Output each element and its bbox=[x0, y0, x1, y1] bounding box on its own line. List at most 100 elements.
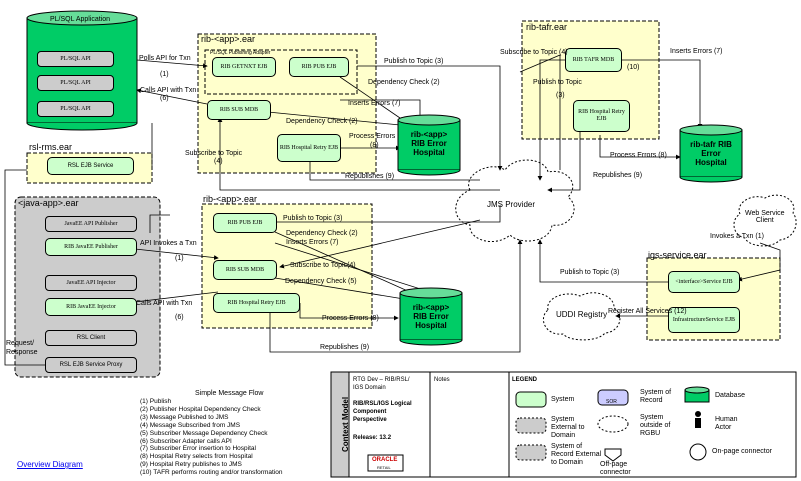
legend-system-external: System External to Domain bbox=[551, 416, 585, 439]
legend-sor-tag: SOR bbox=[606, 399, 617, 405]
rsl-rms-ear-title: rsl-rms.ear bbox=[29, 142, 72, 152]
edge-n3b: (3) bbox=[556, 92, 565, 99]
legend-human-actor: Human Actor bbox=[715, 416, 738, 431]
legend-onpage: On-page connector bbox=[712, 448, 772, 455]
flow-item: (9) Hospital Retry publishes to JMS bbox=[140, 461, 242, 469]
rib-error-hospital-db-mid bbox=[399, 287, 463, 346]
edge-invokes-txn: Invokes a Txn (1) bbox=[710, 233, 764, 240]
javaee-api-injector: JavaEE API Injector bbox=[45, 275, 137, 291]
edge-pub-topic-tafr: Publish to Topic bbox=[533, 79, 582, 86]
edge-sub-topic-mid: Subscribe to Topic(4) bbox=[290, 262, 356, 269]
edge-calls-api-mid: Calls API with Txn bbox=[136, 300, 193, 307]
context-model-side-label: Context Model bbox=[341, 396, 351, 453]
jms-provider-cloud bbox=[455, 159, 575, 243]
rib-pub-ejb-top: RIB PUB EJB bbox=[289, 57, 349, 77]
edge-republishes-tafr: Republishes (9) bbox=[593, 172, 643, 179]
flow-item: (2) Publisher Hospital Dependency Check bbox=[140, 405, 261, 413]
edge-request-response: Request/ Response bbox=[6, 340, 38, 356]
rib-getnxt-ejb: RIB GETNXT EJB bbox=[212, 57, 276, 77]
edge-ins-err-mid: Inserts Errors (7) bbox=[286, 239, 339, 246]
legend-title: LEGEND bbox=[512, 377, 538, 383]
jms-provider-label: JMS Provider bbox=[487, 200, 536, 209]
legend-database: Database bbox=[715, 392, 745, 399]
edge-pub-topic-mid: Publish to Topic (3) bbox=[283, 215, 343, 222]
legend-system-outside: System outside of RGBU bbox=[640, 414, 671, 437]
javaee-api-publisher: JavaEE API Publisher bbox=[45, 216, 137, 232]
flow-list: (1) Publish(2) Publisher Hospital Depend… bbox=[140, 398, 282, 477]
flow-item: (8) Hospital Retry selects from Hospital bbox=[140, 453, 253, 461]
oracle-logo-text: ORACLE bbox=[372, 457, 398, 463]
plsql-api-2: PL/SQL API bbox=[37, 75, 114, 91]
flow-title: Simple Message Flow bbox=[195, 390, 264, 397]
legend-record-external: System of Record External to Domain bbox=[551, 443, 602, 466]
rib-error-hospital-db-top bbox=[397, 114, 461, 176]
rib-sub-mdb-top: RIB SUB MDB bbox=[207, 100, 271, 120]
java-app-ear-title: <java-app>.ear bbox=[18, 198, 79, 208]
rib-pub-ejb-mid: RIB PUB EJB bbox=[213, 213, 277, 233]
rsl-ejb-service: RSL EJB Service bbox=[47, 157, 134, 175]
flow-item: (7) Subscriber Error insertion to Hospit… bbox=[140, 445, 256, 453]
context-title-block: RTG Dev – RIB/RSL/ IGS Domain bbox=[353, 377, 410, 391]
plsql-api-3: PL/SQL API bbox=[37, 101, 114, 117]
edge-proc-err-tafr: Process Errors (8) bbox=[610, 152, 667, 159]
edge-dep-check-mid-5: Dependency Check (5) bbox=[285, 278, 357, 285]
flow-item: (6) Subscriber Adapter calls API bbox=[140, 437, 232, 445]
rsl-client: RSL Client bbox=[45, 330, 137, 346]
edge-n10: (10) bbox=[627, 64, 640, 71]
edge-pub-topic-igs: Publish to Topic (3) bbox=[560, 269, 620, 276]
rib-javaee-injector: RIB JavaEE Injector bbox=[45, 298, 137, 316]
edge-polls-api: Polls API for Txn bbox=[139, 55, 191, 62]
legend-system-of-record: System of Record bbox=[640, 389, 672, 404]
edge-n1b: (1) bbox=[175, 255, 184, 262]
edge-n1a: (1) bbox=[160, 71, 169, 78]
context-model-panel bbox=[330, 371, 797, 478]
db-top-label: rib-<app> RIB Error Hospital bbox=[410, 130, 448, 157]
interface-service-ejb: <interface>Service EJB bbox=[668, 271, 740, 293]
edge-dep-check-2b: Dependency Check (2) bbox=[286, 118, 358, 125]
edge-republishes-mid: Republishes (9) bbox=[320, 344, 370, 351]
edge-sub-topic-tafr: Subscribe to Topic (4) bbox=[500, 49, 568, 56]
rib-tafr-mdb: RIB TAFR MDB bbox=[565, 48, 622, 72]
rsl-ejb-service-proxy: RSL EJB Service Proxy bbox=[45, 357, 137, 373]
edge-proc-err-top: Process Errors bbox=[349, 133, 396, 140]
rib-hospital-retry-mid: RIB Hospital Retry EJB bbox=[213, 293, 300, 313]
edge-sub-topic-4a: Subscribe to Topic bbox=[185, 150, 243, 157]
legend-system: System bbox=[551, 396, 575, 403]
uddi-registry-label: UDDI Registry bbox=[556, 310, 608, 319]
rib-tafr-error-hospital-db bbox=[679, 124, 743, 183]
flow-item: (10) TAFR performs routing and/or transf… bbox=[140, 469, 283, 477]
rib-app-ear-top-title: rib-<app>.ear bbox=[201, 34, 256, 44]
flow-item: (4) Message Subscribed from JMS bbox=[140, 421, 241, 429]
rib-hospital-retry-tafr: RIB Hospital Retry EJB bbox=[573, 100, 630, 132]
edge-dep-check-2a: Dependency Check (2) bbox=[368, 79, 440, 86]
rib-javaee-publisher: RIB JavaEE Publisher bbox=[45, 238, 137, 256]
edge-register-all: Register All Services (12) bbox=[608, 308, 687, 315]
legend-offpage: Off-page connector bbox=[600, 461, 631, 476]
overview-diagram-link[interactable]: Overview Diagram bbox=[17, 460, 83, 469]
context-perspective: RIB/RSL/IGS Logical Component Perspectiv… bbox=[353, 401, 412, 423]
edge-n8a: (8) bbox=[370, 142, 379, 149]
edge-proc-err-mid: Process Errors (8) bbox=[322, 315, 379, 322]
edge-n6b: (6) bbox=[175, 314, 184, 321]
plsql-publishing-adapter-title: PL/SQL Publishing Adapter bbox=[210, 50, 271, 56]
db-tafr-label: rib-tafr RIB Error Hospital bbox=[690, 140, 732, 167]
edge-republishes-top: Republishes (9) bbox=[345, 173, 395, 180]
plsql-application-title: PL/SQL Application bbox=[50, 16, 111, 23]
rib-hospital-retry-top: RIB Hospital Retry EJB bbox=[277, 134, 341, 162]
oracle-logo-sub: RETAIL bbox=[377, 465, 391, 470]
uddi-registry-cloud bbox=[543, 292, 621, 341]
edge-api-invokes: API Invokes a Txn bbox=[140, 240, 197, 247]
web-service-client-cloud bbox=[733, 194, 797, 247]
edge-ins-err-7a: Inserts Errors (7) bbox=[348, 100, 401, 107]
infrastructure-service-ejb: InfrastructureService EJB bbox=[668, 307, 740, 333]
notes-label: Notes bbox=[434, 377, 450, 383]
connectors bbox=[4, 54, 781, 366]
flow-item: (1) Publish bbox=[140, 398, 172, 405]
rib-tafr-ear-title: rib-tafr.ear bbox=[526, 22, 568, 32]
edge-n6a: (6) bbox=[160, 95, 169, 102]
edge-calls-api: Calls API with Txn bbox=[140, 87, 197, 94]
rib-app-ear-mid-title: rib-<app>.ear bbox=[203, 194, 258, 204]
igs-service-ear-title: igs-service.ear bbox=[648, 250, 707, 260]
edge-n4a: (4) bbox=[214, 158, 223, 165]
context-release: Release: 13.2 bbox=[353, 435, 392, 441]
